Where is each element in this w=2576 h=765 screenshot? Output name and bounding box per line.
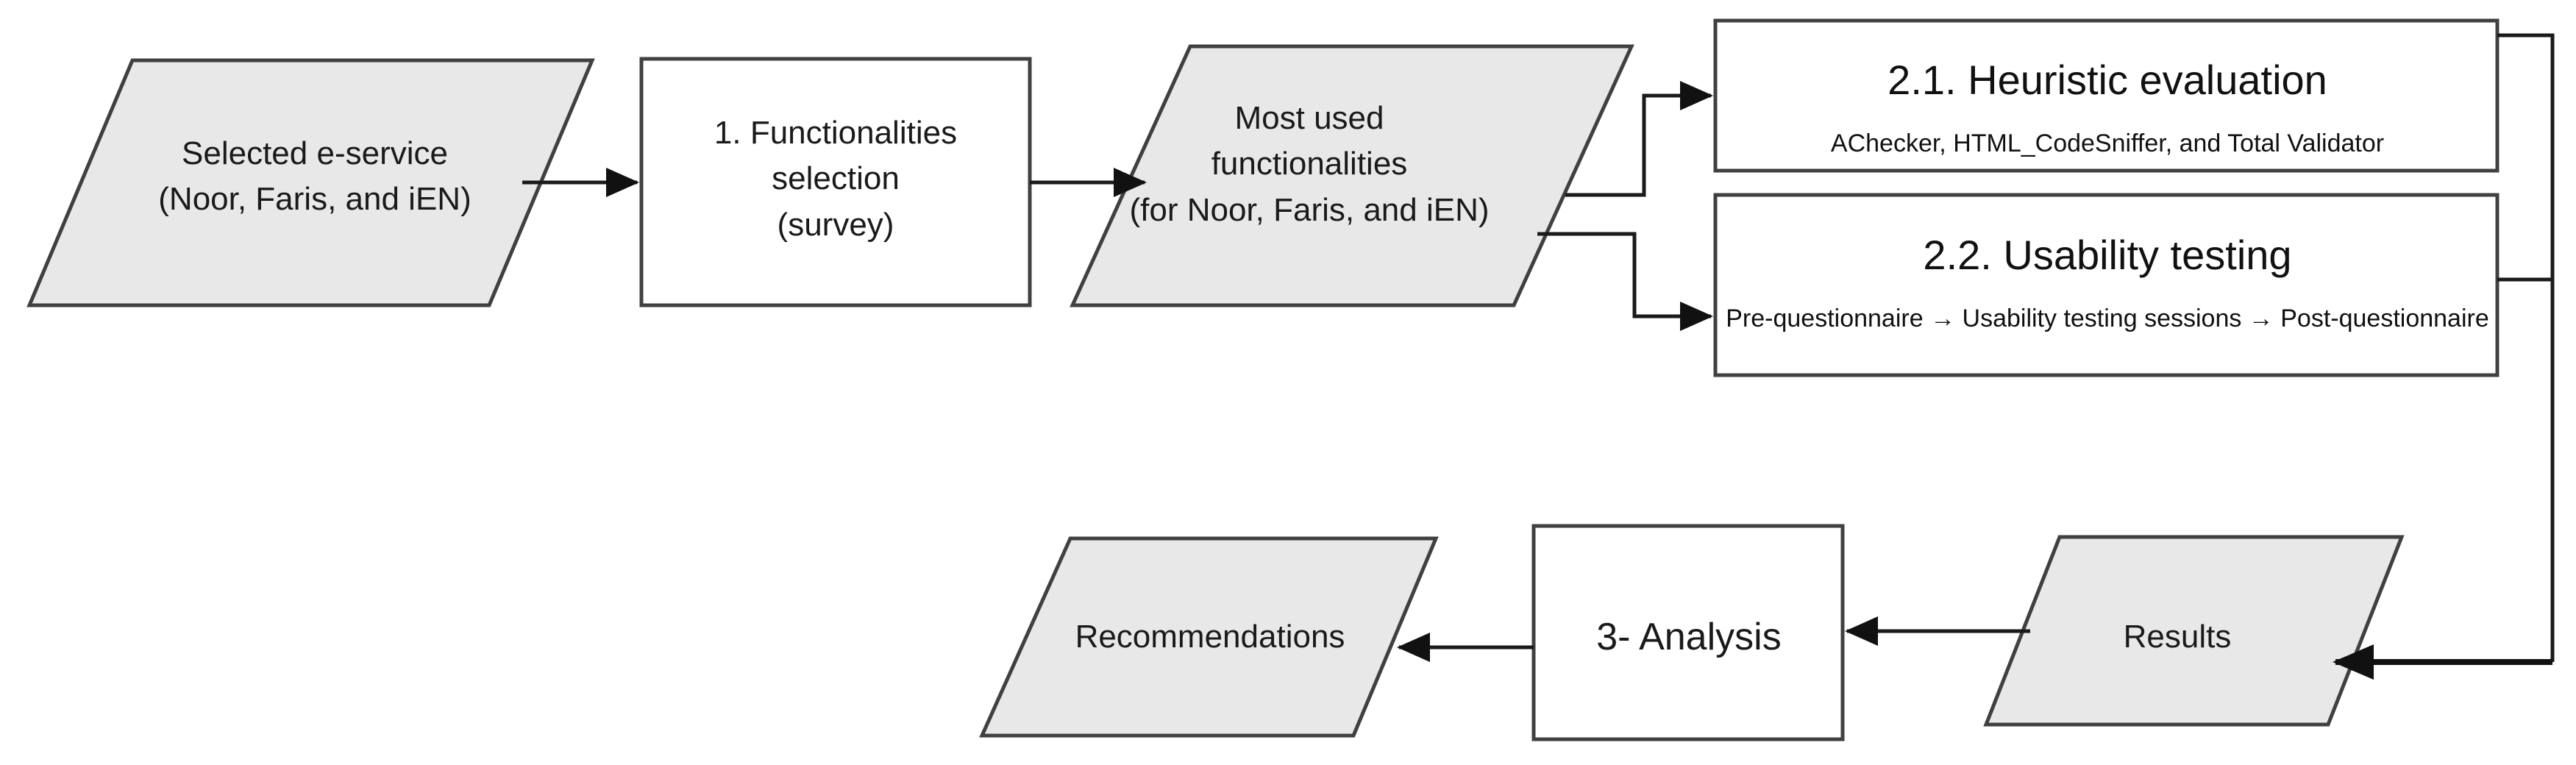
edge-mostused-to-heuristic bbox=[1565, 81, 1714, 197]
shape-most-used-functionalities bbox=[1070, 44, 1634, 307]
edge-heuristic-to-merge bbox=[2497, 33, 2555, 662]
shape-recommendations bbox=[979, 536, 1439, 738]
edge-mostused-to-usability bbox=[1537, 232, 1714, 331]
shape-heuristic-evaluation bbox=[1713, 18, 2499, 173]
shape-analysis bbox=[1531, 524, 1845, 741]
shape-results bbox=[1983, 535, 2405, 727]
shape-functionalities-selection bbox=[639, 57, 1032, 307]
shape-usability-testing bbox=[1713, 193, 2499, 377]
shape-selected-eservice bbox=[26, 58, 595, 307]
